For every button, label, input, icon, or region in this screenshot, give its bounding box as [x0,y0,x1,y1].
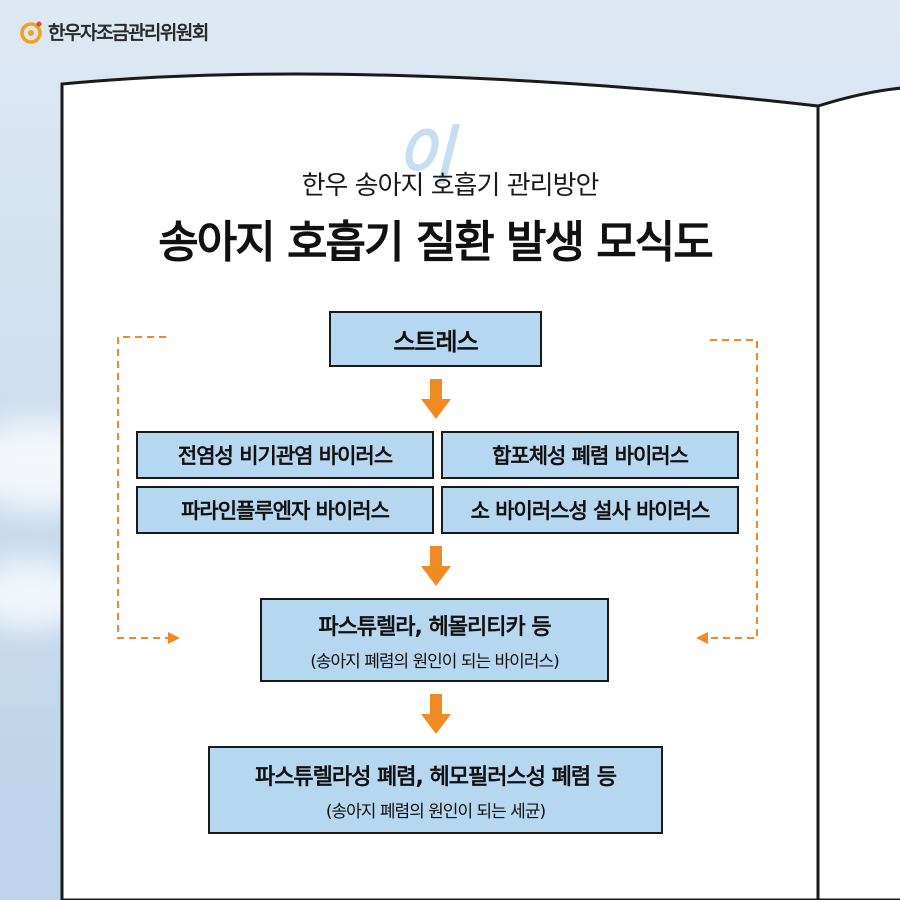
virus-box: 파라인플루엔자 바이러스 [136,486,434,534]
virus-box: 합포체성 폐렴 바이러스 [441,431,739,479]
virus-box: 전염성 비기관염 바이러스 [136,431,434,479]
dashed-arrow-head-left [168,632,180,644]
outcome-note: (송아지 폐렴의 원인이 되는 세균) [325,801,546,822]
page-title: 송아지 호흡기 질환 발생 모식도 [158,217,714,268]
dashed-arrow-head-right [696,632,708,644]
page-subtitle: 한우 송아지 호흡기 관리방안 [301,171,600,201]
virus-box: 소 바이러스성 설사 바이러스 [441,486,739,534]
virus-label: 소 바이러스성 설사 바이러스 [470,499,711,523]
secondary-pathogen-label: 파스튜렐라, 헤몰리티카 등 [318,614,551,640]
stress-label: 스트레스 [393,327,478,356]
down-arrow-icon [421,694,451,734]
virus-label: 파라인플루엔자 바이러스 [181,499,390,523]
brand-logo: 한우자조금관리위원회 [18,18,209,45]
stress-box: 스트레스 [329,311,542,367]
secondary-pathogen-box: 파스튜렐라, 헤몰리티카 등 (송아지 폐렴의 원인이 되는 바이러스) [260,598,609,682]
down-arrow-icon [421,379,451,419]
outcome-label: 파스튜렐라성 폐렴, 헤모필러스성 폐렴 등 [254,764,617,790]
secondary-pathogen-note: (송아지 폐렴의 원인이 되는 바이러스) [310,651,559,672]
outcome-box: 파스튜렐라성 폐렴, 헤모필러스성 폐렴 등 (송아지 폐렴의 원인이 되는 세… [208,746,663,834]
down-arrow-icon [421,546,451,586]
hanwoo-logo-icon [18,19,44,45]
brand-name: 한우자조금관리위원회 [48,22,209,44]
virus-label: 합포체성 폐렴 바이러스 [492,444,689,468]
virus-label: 전염성 비기관염 바이러스 [177,444,393,468]
watermark-glyph: 이 [395,120,454,194]
